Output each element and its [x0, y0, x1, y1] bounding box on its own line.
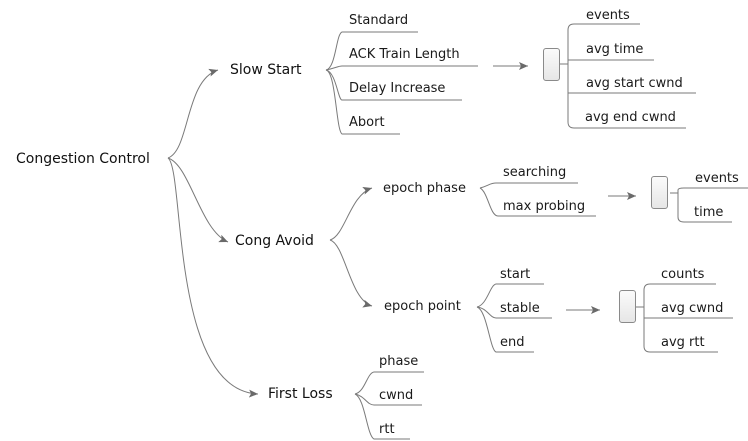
node-rtt[interactable]: rtt — [379, 422, 395, 437]
node-delay-increase[interactable]: Delay Increase — [349, 81, 446, 96]
node-standard[interactable]: Standard — [349, 13, 409, 28]
root-node[interactable]: Congestion Control — [16, 151, 150, 167]
metric-avg-time[interactable]: avg time — [586, 42, 644, 57]
connector-root-slowstart — [167, 68, 219, 159]
metric-avg-start-cwnd[interactable]: avg start cwnd — [586, 76, 683, 91]
metric-events[interactable]: events — [586, 8, 630, 23]
node-cwnd[interactable]: cwnd — [379, 388, 414, 403]
node-first-loss[interactable]: First Loss — [268, 386, 333, 402]
metric-counts[interactable]: counts — [661, 267, 705, 282]
connector-root-firstloss — [167, 157, 259, 398]
connector-root-congavoid — [167, 157, 229, 243]
summary-box-epoch-phase[interactable] — [651, 176, 668, 209]
node-phase[interactable]: phase — [379, 354, 419, 369]
node-stable[interactable]: stable — [500, 301, 540, 316]
node-ack-train-length[interactable]: ACK Train Length — [349, 47, 460, 62]
summary-box-epoch-point[interactable] — [619, 290, 636, 323]
metric-avg-end-cwnd[interactable]: avg end cwnd — [585, 110, 676, 125]
metric-avg-rtt[interactable]: avg rtt — [661, 335, 705, 350]
node-max-probing[interactable]: max probing — [503, 199, 586, 214]
node-searching[interactable]: searching — [503, 165, 567, 180]
metric-phase-events[interactable]: events — [695, 171, 739, 186]
summary-box-slow-start[interactable] — [543, 48, 560, 81]
metric-phase-time[interactable]: time — [694, 205, 724, 220]
node-start[interactable]: start — [500, 267, 531, 282]
node-slow-start[interactable]: Slow Start — [230, 62, 302, 78]
node-cong-avoid[interactable]: Cong Avoid — [235, 233, 314, 249]
node-abort[interactable]: Abort — [349, 115, 385, 130]
node-epoch-phase[interactable]: epoch phase — [383, 181, 466, 196]
node-end[interactable]: end — [500, 335, 525, 350]
node-epoch-point[interactable]: epoch point — [384, 299, 461, 314]
metric-avg-cwnd[interactable]: avg cwnd — [661, 301, 724, 316]
